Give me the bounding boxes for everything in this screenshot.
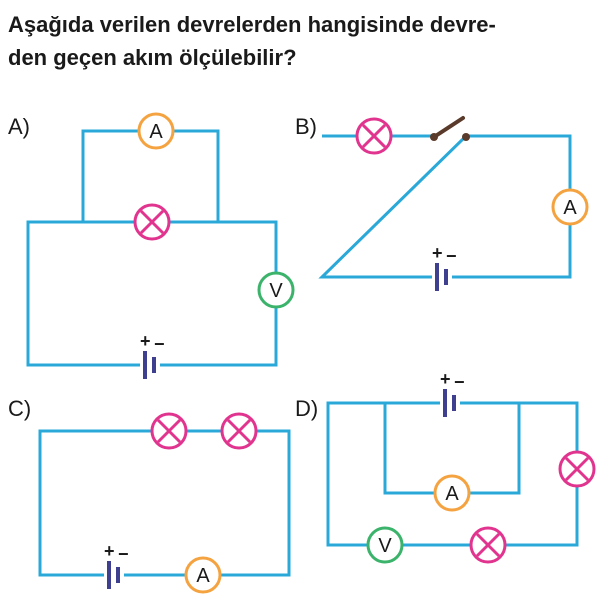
option-b-circuit: B) A + − xyxy=(295,114,589,291)
option-c-battery-plus: + xyxy=(104,541,115,561)
option-c-lamp-1 xyxy=(150,412,188,450)
option-d-battery-minus: − xyxy=(454,372,465,392)
option-d-battery: + − xyxy=(440,369,465,417)
option-a-voltmeter-letter: V xyxy=(269,280,283,302)
option-b-ammeter: A xyxy=(551,188,589,226)
option-b-battery: + − xyxy=(432,243,457,291)
option-a-voltmeter: V xyxy=(257,271,295,309)
option-a-circuit: A) A V + − xyxy=(8,112,295,379)
option-a-battery: + − xyxy=(140,331,165,379)
option-c-lamp-2 xyxy=(220,412,258,450)
option-a-battery-plus: + xyxy=(140,331,151,351)
option-d-label: D) xyxy=(295,396,318,421)
option-c-ammeter-letter: A xyxy=(196,565,210,587)
option-b-lamp xyxy=(355,117,393,155)
option-a-wires xyxy=(26,129,278,367)
option-b-switch xyxy=(430,116,470,141)
option-d-voltmeter-letter: V xyxy=(378,535,392,557)
option-c-ammeter: A xyxy=(184,556,222,594)
option-c-battery-minus: − xyxy=(118,544,129,564)
option-d-lamp-right xyxy=(558,450,596,488)
option-a-lamp xyxy=(133,203,171,241)
option-b-label: B) xyxy=(295,114,317,139)
option-d-wires xyxy=(326,401,579,547)
option-d-ammeter-letter: A xyxy=(445,483,459,505)
option-c-label: C) xyxy=(8,396,31,421)
option-c-battery: + − xyxy=(104,541,129,589)
question-line-1: Aşağıda verilen devrelerden hangisinde d… xyxy=(8,12,496,37)
option-a-ammeter: A xyxy=(137,112,175,150)
option-d-lamp-bottom xyxy=(469,526,507,564)
option-a-label: A) xyxy=(8,114,30,139)
option-a-ammeter-letter: A xyxy=(149,121,163,143)
option-c-circuit: C) + − A xyxy=(8,396,291,594)
option-d-ammeter: A xyxy=(433,474,471,512)
option-c-wires xyxy=(38,429,291,577)
option-b-battery-plus: + xyxy=(432,243,443,263)
option-d-circuit: D) + − A V xyxy=(295,369,596,564)
question-text: Aşağıda verilen devrelerden hangisinde d… xyxy=(8,8,608,74)
option-b-ammeter-letter: A xyxy=(563,197,577,219)
option-d-battery-plus: + xyxy=(440,369,451,389)
option-b-battery-minus: − xyxy=(446,246,457,266)
option-d-voltmeter: V xyxy=(366,526,404,564)
option-a-battery-minus: − xyxy=(154,334,165,354)
question-line-2: den geçen akım ölçülebilir? xyxy=(8,45,297,70)
